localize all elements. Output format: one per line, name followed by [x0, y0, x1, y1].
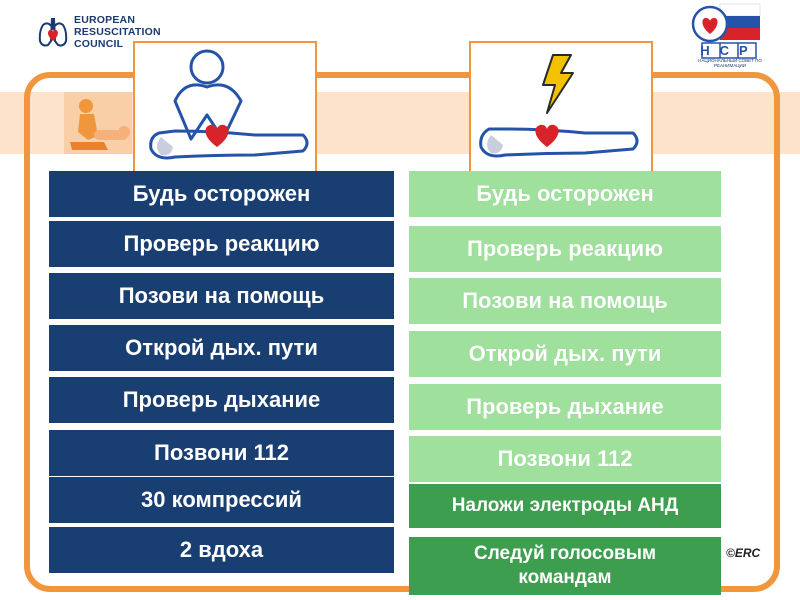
aed-step-2[interactable]: Проверь реакцию [409, 226, 721, 272]
aed-step-1[interactable]: Будь осторожен [409, 171, 721, 217]
bls-step-2[interactable]: Проверь реакцию [49, 221, 394, 267]
nsr-abbr: НСР [700, 43, 757, 58]
bls-step-3[interactable]: Позови на помощь [49, 273, 394, 319]
bls-step-1[interactable]: Будь осторожен [49, 171, 394, 217]
lungs-heart-icon [38, 15, 68, 49]
cpr-person-icon [135, 43, 319, 177]
copyright-mark: ©ERC [726, 546, 760, 560]
aed-step-3[interactable]: Позови на помощь [409, 278, 721, 324]
aed-step-6[interactable]: Позвони 112 [409, 436, 721, 482]
aed-step-4[interactable]: Открой дых. пути [409, 331, 721, 377]
bls-step-6[interactable]: Позвони 112 [49, 430, 394, 476]
bls-step-4[interactable]: Открой дых. пути [49, 325, 394, 371]
erc-line-1: EUROPEAN [74, 14, 161, 26]
bls-step-8[interactable]: 2 вдоха [49, 527, 394, 573]
bls-icon-panel [133, 41, 317, 175]
nsr-caption: НАЦИОНАЛЬНЫЙ СОВЕТ ПО РЕАНИМАЦИИ [698, 58, 762, 68]
aed-lightning-icon [471, 43, 655, 177]
bls-step-7[interactable]: 30 компрессий [49, 477, 394, 523]
bls-step-5[interactable]: Проверь дыхание [49, 377, 394, 423]
aed-step-8[interactable]: Следуй голосовым командам [409, 537, 721, 595]
aed-step-7[interactable]: Наложи электроды АНД [409, 484, 721, 528]
aed-icon-panel [469, 41, 653, 175]
aed-step-5[interactable]: Проверь дыхание [409, 384, 721, 430]
erc-line-2: RESUSCITATION [74, 26, 161, 38]
cpr-photo-icon [64, 92, 132, 154]
